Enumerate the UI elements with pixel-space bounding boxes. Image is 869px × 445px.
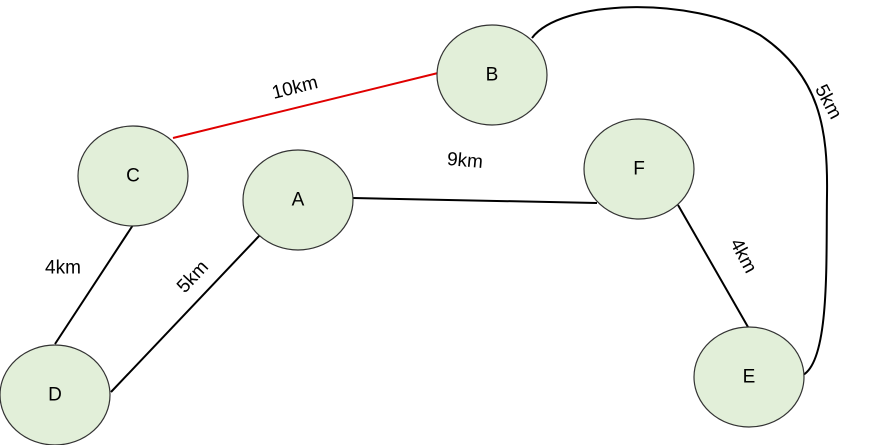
edge-c-d [54, 224, 134, 345]
node-e: E [693, 326, 805, 428]
node-d-circle [0, 344, 111, 445]
edges [54, 6, 829, 393]
edge-label-a-f: 9km [446, 149, 484, 173]
node-b: B [436, 24, 548, 126]
node-f-circle [583, 118, 695, 220]
node-c-label: C [126, 166, 140, 187]
edge-d-a [110, 234, 261, 393]
node-a-circle [242, 149, 354, 251]
edge-b-e [531, 6, 829, 376]
node-c-circle [77, 125, 189, 227]
node-e-label: E [743, 367, 756, 388]
node-d-label: D [48, 385, 62, 406]
node-f: F [583, 118, 695, 220]
edge-label-f-e: 4km [725, 235, 760, 277]
edge-label-c-b: 10km [270, 72, 320, 104]
edge-f-e [677, 204, 749, 328]
node-e-circle [693, 326, 805, 428]
node-b-label: B [486, 65, 499, 86]
node-b-circle [436, 24, 548, 126]
edge-c-b [172, 72, 439, 139]
node-a: A [242, 149, 354, 251]
node-f-label: F [633, 159, 645, 180]
node-c: C [77, 125, 189, 227]
edge-a-f [352, 197, 598, 204]
node-d: D [0, 344, 111, 445]
edge-label-c-d: 4km [45, 258, 81, 279]
node-a-label: A [292, 190, 305, 211]
